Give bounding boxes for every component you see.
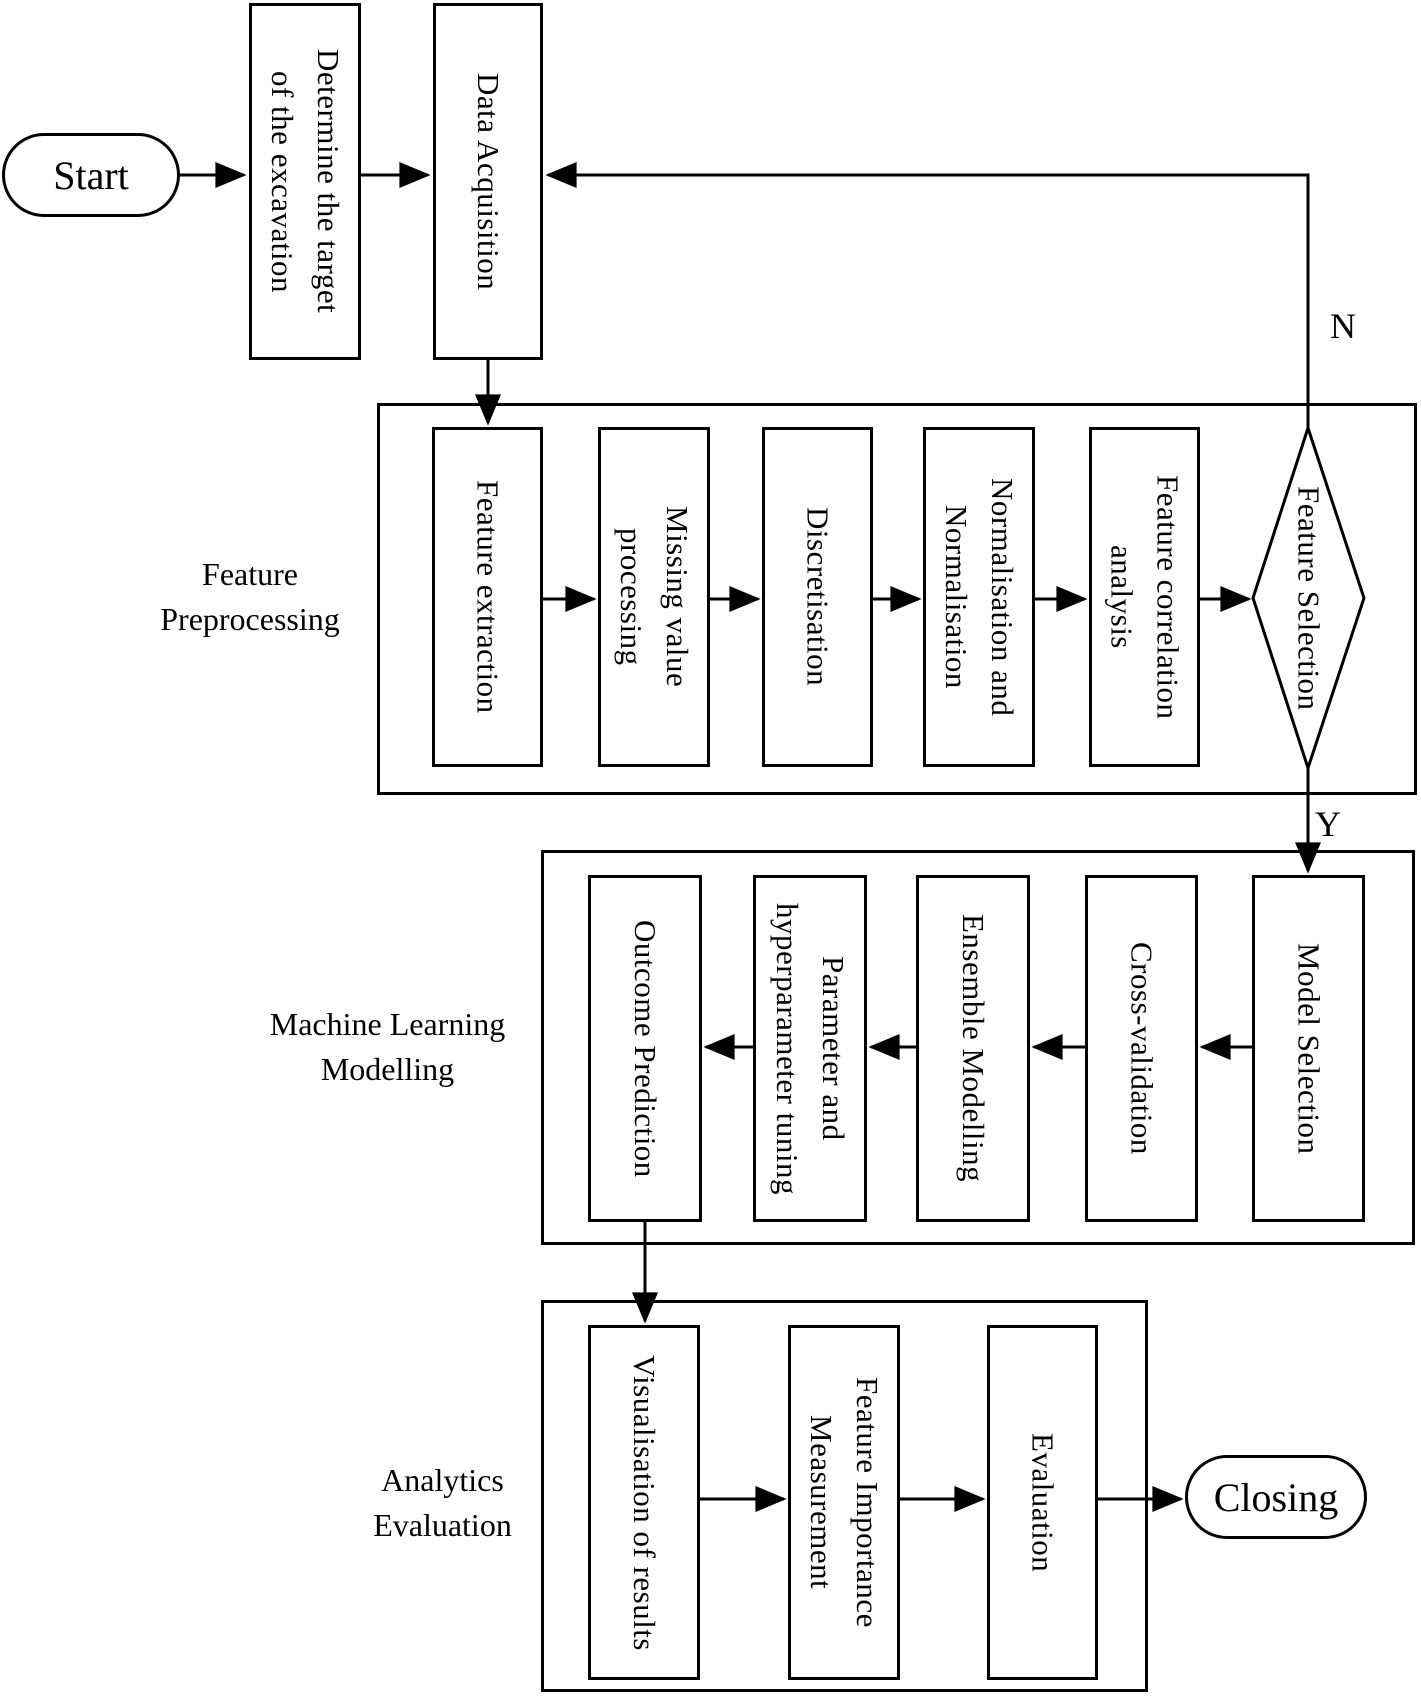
- branch-label-no: N: [1330, 306, 1356, 346]
- feature-correlation-box: Feature correlation analysis: [1089, 427, 1200, 767]
- determine-target-box: Determine the target of the excavation: [249, 3, 361, 360]
- determine-target-label: Determine the target of the excavation: [265, 49, 346, 314]
- data-acquisition-label: Data Acquisition: [471, 72, 506, 291]
- feature-selection-diamond: [1251, 423, 1366, 773]
- model-selection-label: Model Selection: [1291, 942, 1327, 1155]
- ensemble-modelling-label: Ensemble Modelling: [956, 914, 991, 1183]
- feature-correlation-label: Feature correlation analysis: [1104, 474, 1186, 720]
- missing-value-box: Missing value processing: [598, 427, 710, 767]
- closing-label: Closing: [1213, 1474, 1339, 1520]
- outcome-prediction-box: Outcome Prediction: [588, 875, 702, 1222]
- parameter-tuning-box: Parameter and hyperparameter tuning: [753, 875, 867, 1222]
- machine-learning-section-label: Machine Learning Modelling: [269, 1006, 506, 1087]
- start-terminal: Start: [2, 133, 180, 217]
- model-selection-box: Model Selection: [1252, 875, 1365, 1222]
- normalisation-label: Normalisation and Normalisation: [939, 477, 1020, 717]
- ensemble-modelling-box: Ensemble Modelling: [916, 875, 1030, 1222]
- feature-extraction-box: Feature extraction: [432, 427, 543, 767]
- cross-validation-label: Cross-validation: [1124, 942, 1160, 1155]
- discretisation-box: Discretisation: [762, 427, 873, 767]
- visualisation-label: Visualisation of results: [627, 1354, 662, 1651]
- analytics-evaluation-container: [541, 1300, 1148, 1692]
- outcome-prediction-label: Outcome Prediction: [628, 919, 663, 1178]
- feature-selection-decision: Feature Selection: [1253, 428, 1364, 768]
- closing-terminal: Closing: [1185, 1455, 1367, 1539]
- visualisation-box: Visualisation of results: [588, 1325, 700, 1680]
- data-acquisition-box: Data Acquisition: [433, 3, 543, 360]
- feature-extraction-label: Feature extraction: [470, 480, 506, 714]
- parameter-tuning-label: Parameter and hyperparameter tuning: [770, 902, 851, 1195]
- cross-validation-box: Cross-validation: [1085, 875, 1198, 1222]
- feature-preprocessing-container: [377, 403, 1417, 795]
- analytics-evaluation-section-label: Analytics Evaluation: [373, 1462, 512, 1543]
- discretisation-label: Discretisation: [800, 507, 836, 687]
- evaluation-box: Evaluation: [987, 1325, 1098, 1680]
- machine-learning-container: [541, 850, 1415, 1245]
- feature-preprocessing-section-label: Feature Preprocessing: [160, 556, 340, 637]
- start-label: Start: [53, 152, 129, 198]
- branch-label-yes: Y: [1315, 804, 1341, 844]
- missing-value-label: Missing value processing: [614, 506, 695, 688]
- normalisation-box: Normalisation and Normalisation: [923, 427, 1035, 767]
- feature-selection-label: Feature Selection: [1291, 485, 1327, 711]
- evaluation-label: Evaluation: [1025, 1432, 1061, 1573]
- feature-importance-box: Feature Importance Measurement: [788, 1325, 900, 1680]
- feature-importance-label: Feature Importance Measurement: [804, 1377, 885, 1628]
